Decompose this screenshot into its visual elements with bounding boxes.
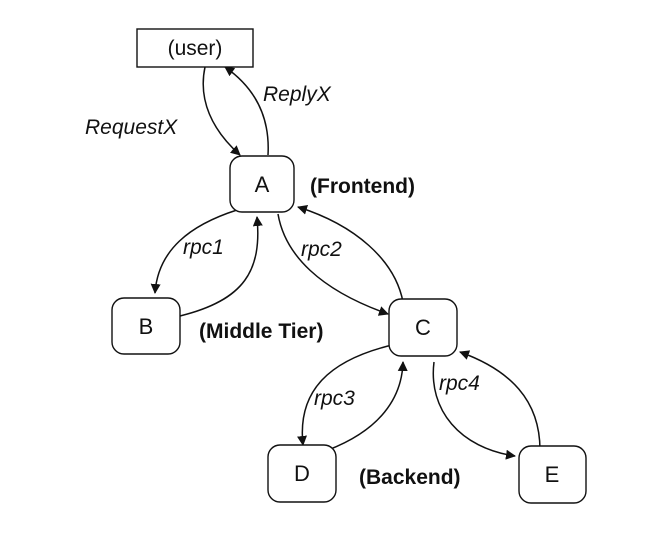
rpc2-label: rpc2 — [301, 238, 342, 261]
reply-arrow — [224, 66, 269, 156]
rpc4-return-arrow — [459, 350, 541, 451]
node-a: A — [229, 155, 295, 213]
node-user: (user) — [136, 28, 254, 68]
rpc3-return-arrow — [327, 361, 408, 451]
node-d-label: D — [294, 461, 310, 486]
request-label: RequestX — [85, 116, 178, 139]
node-d: D — [267, 444, 337, 503]
rpc3-label: rpc3 — [314, 387, 355, 410]
rpc2-return-arrow — [297, 204, 404, 303]
node-e: E — [518, 445, 587, 504]
rpc2-call-arrow — [277, 213, 389, 316]
node-e-label: E — [545, 462, 560, 487]
middle-tier-label: (Middle Tier) — [199, 320, 323, 343]
node-a-label: A — [255, 172, 270, 197]
rpc4-call-arrow — [432, 361, 516, 460]
rpc1-call-arrow — [150, 209, 238, 294]
node-user-label: (user) — [168, 37, 223, 60]
rpc4-label: rpc4 — [439, 372, 480, 395]
reply-label: ReplyX — [263, 83, 332, 106]
request-arrow — [202, 66, 241, 156]
rpc1-return-arrow — [179, 216, 263, 317]
node-b: B — [111, 297, 181, 355]
edges — [150, 66, 541, 460]
frontend-tier-label: (Frontend) — [310, 175, 415, 198]
node-c-label: C — [415, 315, 431, 340]
node-b-label: B — [139, 314, 154, 339]
rpc3-call-arrow — [297, 344, 393, 446]
backend-tier-label: (Backend) — [359, 466, 461, 489]
node-c: C — [388, 298, 458, 357]
rpc1-label: rpc1 — [183, 236, 224, 259]
